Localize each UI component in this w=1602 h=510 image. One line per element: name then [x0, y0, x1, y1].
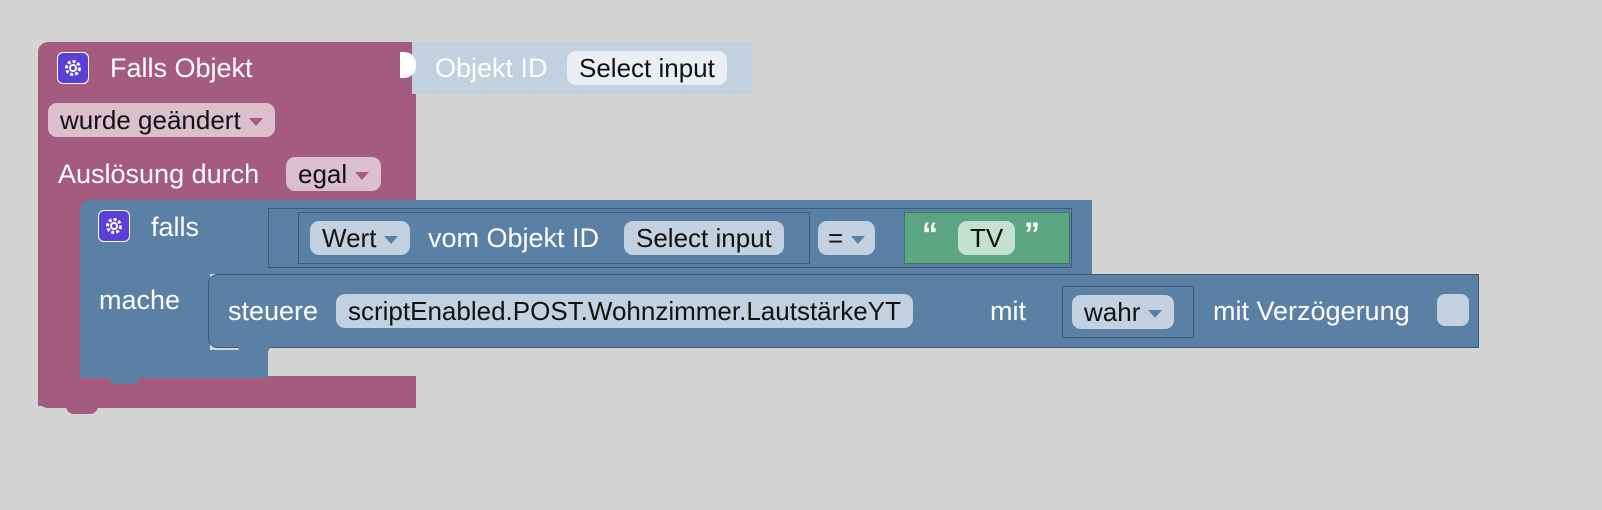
delay-checkbox[interactable]: [1437, 294, 1469, 326]
gear-icon[interactable]: [57, 52, 89, 84]
chevron-down-icon: [384, 235, 399, 244]
control-block-next-tab: [238, 344, 270, 354]
operator-value: =: [828, 223, 844, 253]
chevron-down-icon: [1148, 309, 1163, 318]
if-label: falls: [151, 212, 200, 242]
object-id-label: Objekt ID: [435, 53, 548, 83]
puzzle-connector: [400, 52, 416, 78]
condition-value: wurde geändert: [60, 105, 241, 135]
bool-dropdown[interactable]: wahr: [1072, 295, 1175, 329]
object-id-value: Select input: [579, 53, 715, 83]
text-input[interactable]: TV: [958, 221, 1016, 255]
gear-icon[interactable]: [98, 210, 130, 242]
compare-object-value: Select input: [636, 223, 772, 253]
target-input[interactable]: scriptEnabled.POST.Wohnzimmer.Lautstärke…: [336, 294, 913, 328]
event-block-title: Falls Objekt: [110, 53, 253, 83]
chevron-down-icon: [355, 171, 370, 180]
event-block-footer: [38, 376, 416, 408]
chevron-down-icon: [851, 235, 866, 244]
event-block-next-tab: [66, 404, 98, 414]
of-object-label: vom Objekt ID: [428, 223, 600, 253]
trigger-value: egal: [298, 159, 348, 189]
bool-value: wahr: [1084, 297, 1141, 327]
delay-label: mit Verzögerung: [1213, 296, 1410, 326]
target-value: scriptEnabled.POST.Wohnzimmer.Lautstärke…: [348, 296, 901, 326]
chevron-down-icon: [248, 117, 263, 126]
object-id-input[interactable]: Select input: [567, 51, 727, 85]
do-label: mache: [99, 285, 181, 315]
if-block-footer: [80, 350, 268, 378]
condition-dropdown[interactable]: wurde geändert: [48, 103, 275, 137]
compare-object-input[interactable]: Select input: [624, 221, 784, 255]
text-value: TV: [970, 223, 1004, 253]
close-quote-icon: ”: [1024, 216, 1040, 252]
property-dropdown[interactable]: Wert: [310, 221, 411, 255]
control-label: steuere: [228, 296, 319, 326]
if-block-next-tab: [108, 374, 140, 384]
trigger-label: Auslösung durch: [58, 159, 260, 189]
operator-dropdown[interactable]: =: [818, 221, 876, 255]
with-label: mit: [990, 296, 1026, 326]
trigger-dropdown[interactable]: egal: [286, 157, 382, 191]
property-value: Wert: [322, 223, 377, 253]
event-block-header: [38, 42, 416, 96]
open-quote-icon: “: [922, 216, 938, 252]
